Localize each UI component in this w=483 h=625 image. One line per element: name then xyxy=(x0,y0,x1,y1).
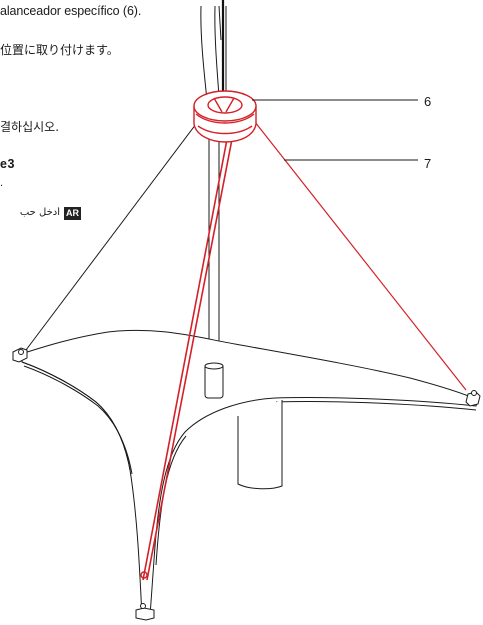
instruction-text-bulgarian: e3 xyxy=(0,157,15,171)
pole-socket xyxy=(204,362,224,399)
language-badge-ar: AR xyxy=(64,207,81,220)
callout-label-7: 7 xyxy=(424,156,432,171)
red-cord-loop xyxy=(140,571,148,579)
callout-label-6: 6 xyxy=(424,94,432,109)
instruction-text-spanish: alanceador específico (6). xyxy=(0,4,142,18)
balancer-ring xyxy=(193,90,257,143)
instruction-text-japanese: 位置に取り付けます。 xyxy=(0,43,119,57)
instruction-text-bulgarian-cont: . xyxy=(0,177,4,189)
center-pole xyxy=(208,132,220,366)
instruction-text-korean: 결하십시오. xyxy=(0,120,60,134)
guy-line-left xyxy=(25,123,197,351)
instruction-text-arabic: أدخل حب xyxy=(19,207,60,218)
ballast-cylinder xyxy=(237,400,283,490)
foot-anchors xyxy=(12,347,481,621)
